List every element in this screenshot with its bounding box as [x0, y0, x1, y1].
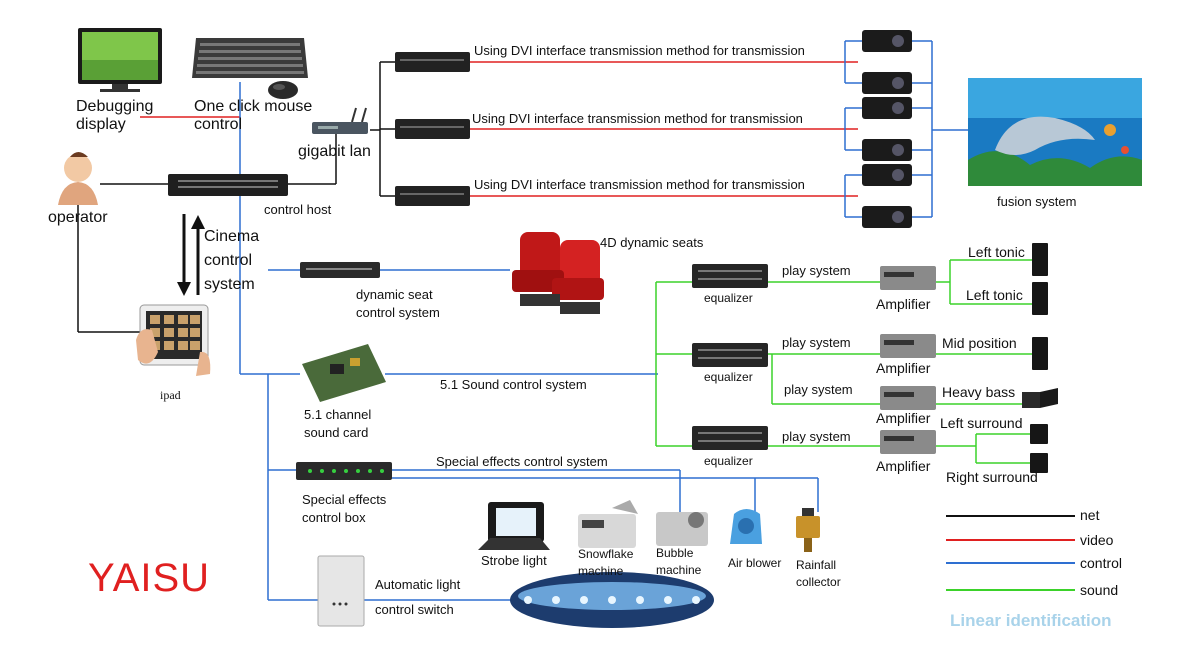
legend-item-net: net	[1080, 507, 1100, 523]
air-blower-label: Air blower	[728, 556, 782, 570]
equalizer-label-3: equalizer	[704, 454, 753, 468]
left-surround-label: Left surround	[940, 415, 1023, 431]
4d-seats-icon	[512, 232, 604, 314]
left-tonic-label-2: Left tonic	[966, 287, 1023, 303]
play-system-label-3: play system	[784, 382, 853, 397]
auto-light-label-line2: control switch	[375, 602, 454, 617]
control-host-label: control host	[264, 202, 332, 217]
ipad-icon	[136, 304, 211, 376]
play-system-label-2: play system	[782, 335, 851, 350]
dvi-transmission-label-2: Using DVI interface transmission method …	[472, 111, 803, 126]
sound-card-51-label: 5.1 channel sound card	[304, 407, 372, 440]
net-lines	[77, 61, 395, 333]
subwoofer-icon	[1022, 388, 1058, 408]
dvi-transmission-label-3: Using DVI interface transmission method …	[474, 177, 805, 192]
amplifier-label-1: Amplifier	[876, 296, 931, 312]
control-lines	[239, 40, 968, 601]
bubble-machine-label: Bubble machine	[656, 546, 702, 578]
special-effects-system-label: Special effects control system	[436, 454, 608, 469]
mid-position-label: Mid position	[942, 335, 1017, 351]
amplifier-label-2: Amplifier	[876, 360, 931, 376]
strobe-light-icon	[478, 502, 550, 550]
amplifier-label-3: Amplifier	[876, 410, 931, 426]
equalizer-label-2: equalizer	[704, 370, 753, 384]
4d-seats-label: 4D dynamic seats	[600, 235, 704, 250]
projector-icons	[862, 30, 912, 228]
special-effects-box-label: Special effects control box	[302, 492, 387, 525]
play-system-label-1: play system	[782, 263, 851, 278]
equalizer-label-1: equalizer	[704, 291, 753, 305]
control-host-icon	[168, 174, 288, 196]
amplifier-label-4: Amplifier	[876, 458, 931, 474]
legend-item-control: control	[1080, 555, 1123, 571]
gigabit-lan-label: gigabit lan	[298, 143, 371, 160]
fusion-system-label: fusion system	[997, 194, 1077, 209]
legend-lines	[946, 515, 1075, 591]
cinema-control-arrows	[177, 214, 205, 296]
one-click-mouse-label: One click mouse control	[194, 98, 313, 134]
dvi-transmission-label-1: Using DVI interface transmission method …	[474, 43, 805, 58]
play-system-label-4: play system	[782, 429, 851, 444]
light-strip-icon	[510, 572, 714, 628]
legend-title: Linear identification	[950, 611, 1112, 630]
auto-light-switch-box-icon	[317, 555, 365, 627]
left-tonic-label-1: Left tonic	[968, 244, 1025, 260]
keyboard-icon	[192, 38, 308, 78]
debugging-display-icon	[78, 28, 162, 92]
legend-item-video: video	[1080, 532, 1114, 548]
right-surround-label: Right surround	[946, 469, 1038, 485]
fusion-screen-image	[968, 78, 1142, 186]
dynamic-seat-control-box-icon	[300, 262, 380, 278]
bubble-machine-icon	[656, 512, 708, 546]
debugging-display-label: Debugging display	[76, 98, 154, 134]
rainfall-collector-icon	[796, 508, 820, 552]
mouse-icon	[268, 81, 298, 99]
air-blower-icon	[730, 509, 762, 544]
operator-icon	[58, 152, 98, 205]
dvi-splitter-icons	[395, 52, 470, 206]
sound-card-icon	[302, 344, 386, 402]
operator-label: operator	[48, 209, 108, 226]
special-effects-box-icon	[296, 462, 392, 480]
auto-light-label-line1: Automatic light	[375, 577, 461, 592]
strobe-light-label: Strobe light	[481, 553, 547, 568]
snowflake-machine-label: Snowflake machine	[578, 547, 634, 579]
speaker-icons	[1030, 243, 1048, 473]
dynamic-seat-control-label: dynamic seat control system	[356, 287, 440, 320]
legend-item-sound: sound	[1080, 582, 1119, 598]
cinema-control-label: Cinema control system	[204, 228, 260, 293]
snowflake-machine-icon	[578, 500, 638, 548]
gigabit-lan-router-icon	[312, 107, 368, 134]
sound-control-51-label: 5.1 Sound control system	[440, 377, 587, 392]
video-lines	[140, 61, 858, 197]
heavy-bass-label: Heavy bass	[942, 384, 1016, 400]
sound-lines	[655, 259, 1040, 464]
brand-logo-text: YAISU	[88, 556, 211, 600]
ipad-label: ipad	[160, 388, 181, 402]
rainfall-collector-label: Rainfall collector	[796, 558, 841, 589]
